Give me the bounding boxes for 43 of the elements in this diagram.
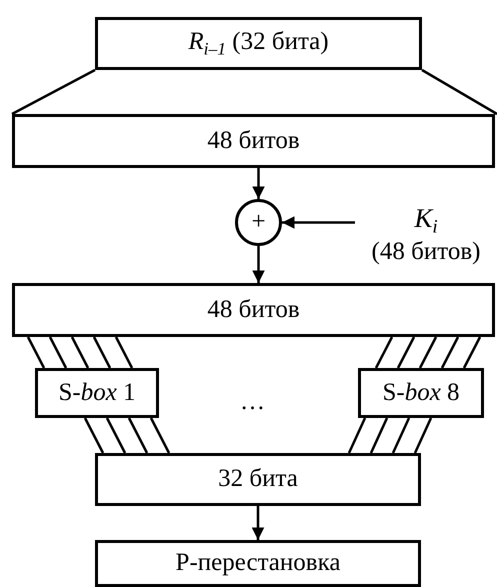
bit-line — [70, 336, 90, 369]
bit-line — [84, 417, 104, 454]
process-box — [12, 114, 495, 168]
node-label: + — [251, 208, 266, 237]
bit-line — [150, 417, 170, 454]
process-box — [95, 540, 421, 587]
process-box — [358, 368, 484, 418]
xor-circle — [235, 199, 282, 246]
bit-line — [348, 417, 366, 454]
bit-line — [114, 336, 134, 369]
ellipsis-label: … — [240, 388, 265, 416]
arrow — [252, 506, 264, 540]
node-label: P-перестановка — [176, 549, 340, 578]
bit-line — [26, 336, 46, 369]
process-box — [35, 368, 159, 418]
arrow — [252, 246, 265, 283]
bit-line — [106, 417, 126, 454]
process-box — [95, 17, 422, 70]
node-label: 48 битов — [207, 126, 300, 156]
bit-line — [128, 417, 148, 454]
bit-line — [48, 336, 68, 369]
key-label: K$_{i}$ — [414, 202, 438, 238]
node-label: S-box 1 — [58, 378, 136, 408]
bit-line — [374, 336, 394, 369]
process-box — [95, 453, 421, 506]
bit-line — [396, 336, 416, 369]
node-label: 48 битов — [207, 296, 300, 324]
node-label: 32 бита — [218, 465, 298, 494]
expansion-line — [421, 68, 497, 116]
bit-line — [462, 336, 482, 369]
bit-line — [92, 336, 112, 369]
node-label: R$_{i–1}$ (32 бита) — [188, 28, 329, 59]
node-label: S-box 8 — [382, 378, 460, 408]
bit-line — [418, 336, 438, 369]
arrow — [282, 216, 355, 229]
bit-line — [370, 417, 388, 454]
bit-line — [440, 336, 460, 369]
expansion-line — [11, 68, 96, 116]
arrow — [252, 168, 265, 199]
process-box — [12, 283, 495, 337]
key-label: (48 битов) — [372, 238, 480, 268]
bit-line — [392, 417, 410, 454]
bit-line — [414, 417, 432, 454]
